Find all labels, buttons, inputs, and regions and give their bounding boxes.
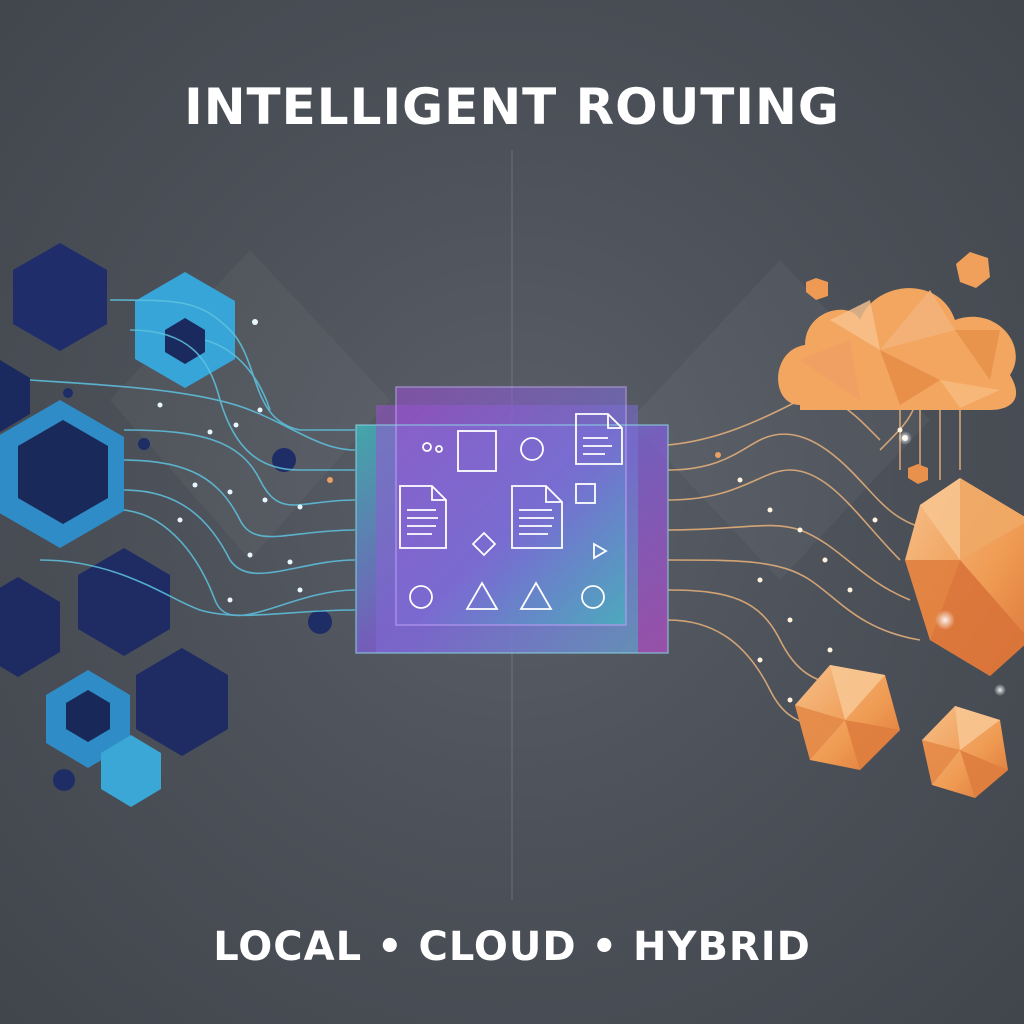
cloud-icon — [778, 288, 1017, 410]
polyhedron-icon — [922, 706, 1008, 798]
document-icon — [575, 413, 623, 465]
panel-glyphs — [399, 413, 623, 610]
circle-icon — [581, 585, 605, 609]
triangle-icon — [465, 581, 499, 610]
page-subtitle: LOCAL • CLOUD • HYBRID — [213, 924, 811, 970]
routing-panel — [355, 386, 669, 654]
sparkles — [898, 431, 1006, 696]
circle-icon — [520, 437, 544, 461]
circle-icon — [422, 442, 443, 453]
square-icon — [575, 483, 596, 504]
page-title: INTELLIGENT ROUTING — [184, 78, 840, 136]
circle-icon — [409, 585, 433, 609]
hexagon-cluster-icon — [0, 243, 332, 807]
diamond-icon — [471, 531, 497, 557]
play-icon — [593, 542, 608, 560]
polyhedron-icon — [905, 478, 1024, 676]
left-circuit-nodes — [157, 319, 333, 603]
left-circuit-traces — [29, 299, 356, 617]
square-icon — [457, 430, 497, 472]
triangle-icon — [519, 581, 553, 610]
document-icon — [399, 485, 447, 549]
polyhedron-icon — [806, 252, 990, 484]
polyhedron-icon — [795, 665, 900, 770]
document-icon — [511, 485, 563, 549]
